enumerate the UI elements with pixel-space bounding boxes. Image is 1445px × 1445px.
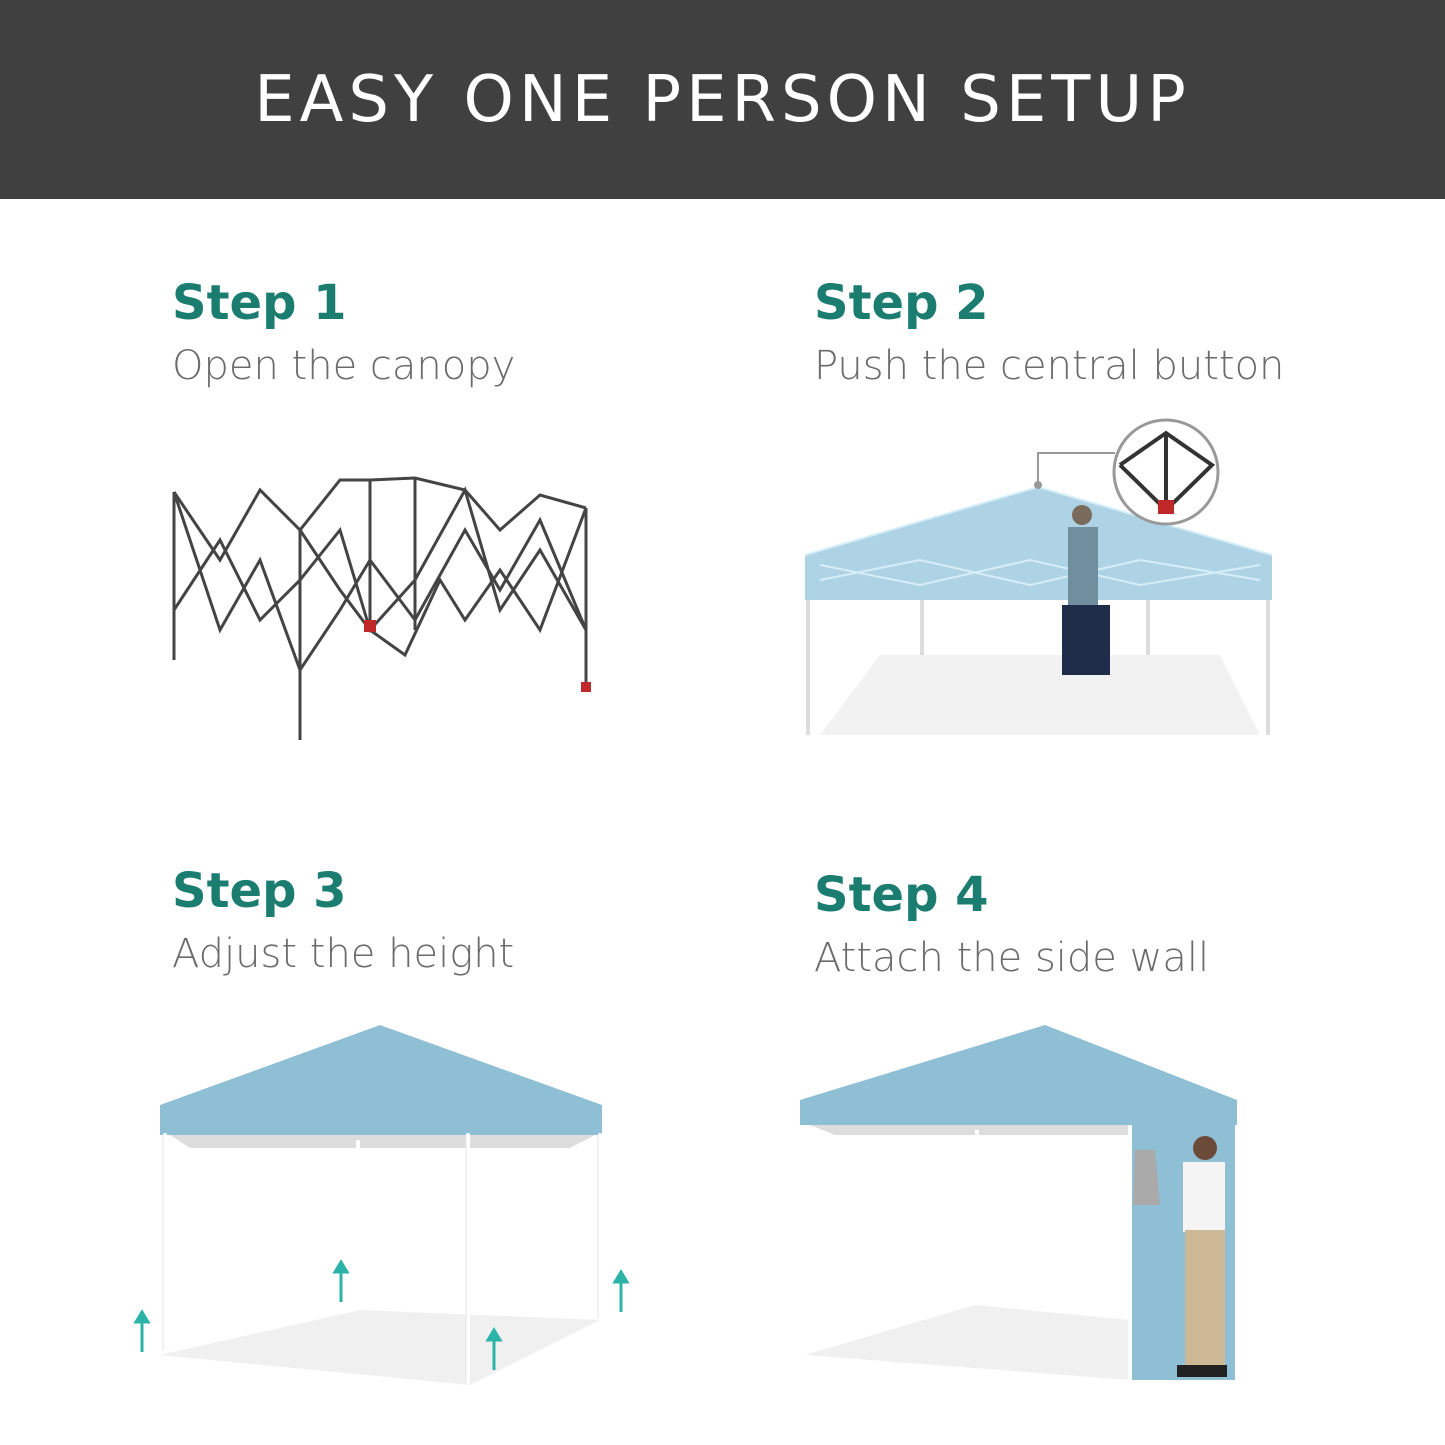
up-arrow-icons bbox=[133, 1259, 630, 1370]
step-description: Open the canopy bbox=[172, 343, 516, 389]
person-icon bbox=[1177, 1136, 1227, 1377]
header-banner: EASY ONE PERSON SETUP bbox=[0, 0, 1445, 199]
person-icon bbox=[1062, 505, 1110, 675]
step-3: Step 3 Adjust the height bbox=[172, 862, 514, 982]
step-label: Step 1 bbox=[172, 275, 347, 331]
step-label: Step 4 bbox=[814, 867, 989, 923]
step-label: Step 2 bbox=[814, 275, 989, 331]
page-title: EASY ONE PERSON SETUP bbox=[254, 62, 1191, 137]
step-label: Step 3 bbox=[172, 863, 347, 919]
adjust-height-image bbox=[133, 1025, 630, 1385]
side-wall-image bbox=[800, 1025, 1237, 1382]
step-description: Attach the side wall bbox=[814, 935, 1210, 981]
step-description: Adjust the height bbox=[172, 931, 515, 977]
canopy-frame-image bbox=[172, 476, 591, 740]
step-description: Push the central button bbox=[814, 343, 1285, 389]
step-2: Step 2 Push the central button bbox=[814, 274, 1284, 394]
step-1: Step 1 Open the canopy bbox=[172, 274, 515, 394]
step-4: Step 4 Attach the side wall bbox=[814, 866, 1209, 986]
canopy-button-image bbox=[804, 418, 1273, 735]
